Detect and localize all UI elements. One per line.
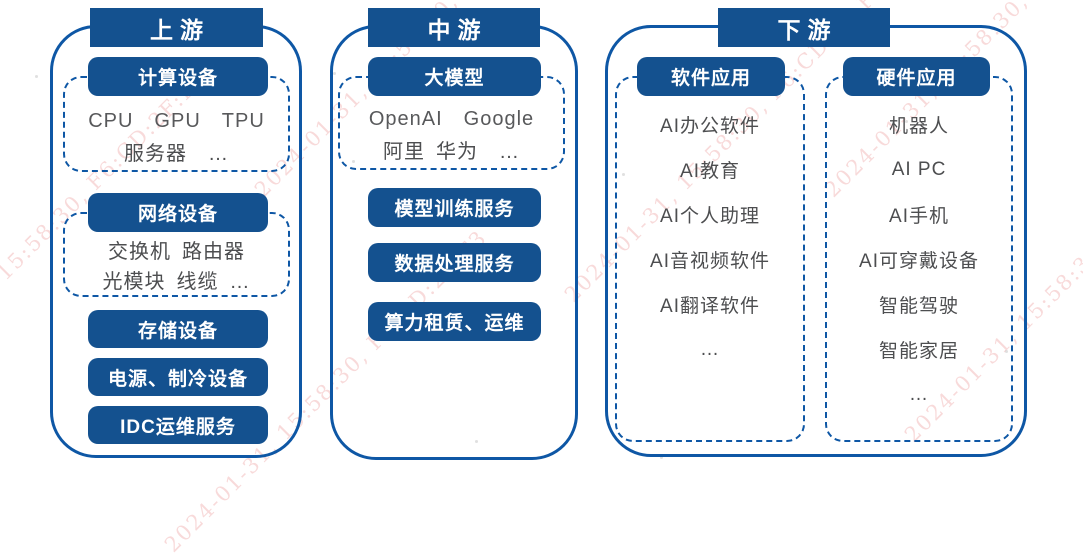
tab-upstream: 上游 bbox=[90, 8, 263, 47]
speckle-dot bbox=[333, 72, 336, 75]
item-line: 交换机 路由器 bbox=[108, 240, 245, 263]
item-line: 服务器 … bbox=[124, 142, 229, 165]
list-item: 智能驾驶 bbox=[878, 296, 959, 317]
list-item: AI可穿戴设备 bbox=[859, 251, 979, 272]
list-item: … bbox=[909, 383, 929, 405]
button-model-training-service: 模型训练服务 bbox=[368, 188, 541, 227]
button-data-processing-service: 数据处理服务 bbox=[368, 243, 541, 282]
button-compute-leasing-ops: 算力租赁、运维 bbox=[368, 302, 541, 341]
speckle-dot bbox=[35, 75, 38, 78]
tab-downstream: 下游 bbox=[718, 8, 890, 47]
group-button-network-equipment: 网络设备 bbox=[88, 193, 268, 232]
list-item: 智能家居 bbox=[878, 341, 959, 362]
group-button-hardware-applications: 硬件应用 bbox=[843, 57, 990, 96]
speckle-dot bbox=[622, 173, 625, 176]
list-item: AI PC bbox=[891, 158, 947, 180]
speckle-dot bbox=[905, 120, 908, 123]
item-line: 光模块 线缆 … bbox=[102, 270, 251, 293]
list-item: AI办公软件 bbox=[660, 116, 760, 137]
list-item: AI个人助理 bbox=[660, 206, 760, 227]
item-line: CPU GPU TPU bbox=[88, 109, 265, 132]
dashed-box-network-equipment: 交换机 路由器 光模块 线缆 … bbox=[63, 212, 290, 297]
dashed-box-software-applications: AI办公软件 AI教育 AI个人助理 AI音视频软件 AI翻译软件 … bbox=[615, 76, 805, 442]
speckle-dot bbox=[660, 456, 663, 459]
dashed-box-large-models: OpenAI Google 阿里 华为 … bbox=[338, 76, 565, 170]
list-item: AI手机 bbox=[889, 206, 949, 227]
speckle-dot bbox=[1005, 350, 1008, 353]
list-item: AI音视频软件 bbox=[650, 251, 770, 272]
button-idc-ops-service: IDC运维服务 bbox=[88, 406, 268, 444]
button-storage-equipment: 存储设备 bbox=[88, 310, 268, 348]
group-button-software-applications: 软件应用 bbox=[637, 57, 785, 96]
list-item: 机器人 bbox=[888, 116, 949, 137]
speckle-dot bbox=[475, 440, 478, 443]
list-item: … bbox=[700, 338, 720, 360]
list-item: AI教育 bbox=[680, 161, 740, 182]
list-item: AI翻译软件 bbox=[660, 296, 760, 317]
item-line: OpenAI Google bbox=[368, 107, 535, 130]
tab-midstream: 中游 bbox=[368, 8, 540, 47]
button-power-cooling-equipment: 电源、制冷设备 bbox=[88, 358, 268, 396]
group-button-large-models: 大模型 bbox=[368, 57, 541, 96]
group-button-computing-equipment: 计算设备 bbox=[88, 57, 268, 96]
item-line: 阿里 华为 … bbox=[383, 140, 520, 163]
dashed-box-hardware-applications: 机器人 AI PC AI手机 AI可穿戴设备 智能驾驶 智能家居 … bbox=[825, 76, 1013, 442]
